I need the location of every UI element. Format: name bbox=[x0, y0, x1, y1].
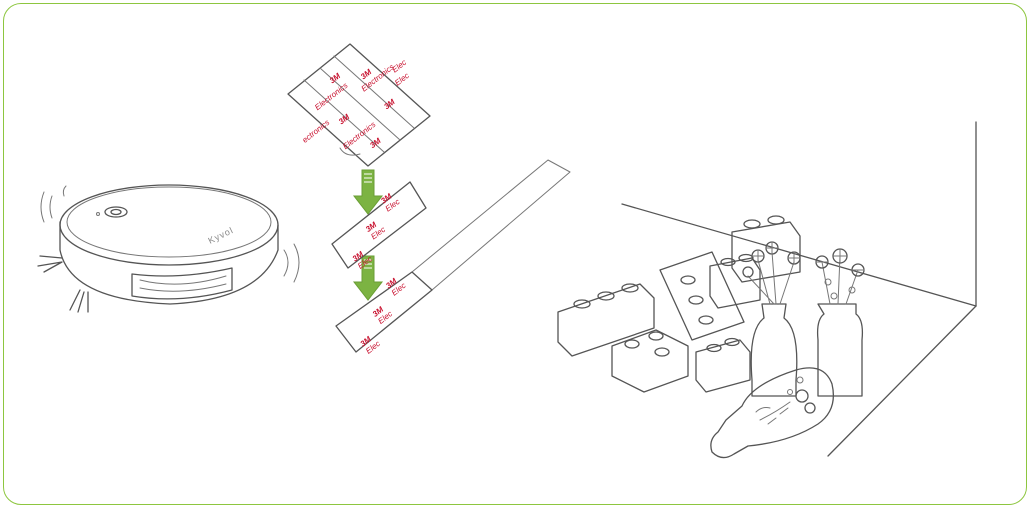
robot-indicator-dot bbox=[97, 213, 100, 216]
motion-line-left-1 bbox=[50, 196, 52, 218]
tape-sheet-label: 3M bbox=[368, 136, 383, 150]
robot-side-brush bbox=[38, 256, 88, 312]
robot-top-disc bbox=[60, 185, 278, 265]
motion-line-right-2 bbox=[294, 244, 299, 282]
robot-body-side bbox=[60, 222, 278, 304]
tape-sheet-label: ectronics bbox=[301, 118, 332, 145]
robot-power-button bbox=[105, 207, 127, 217]
flower-stems-left bbox=[748, 252, 794, 304]
toy-block-front bbox=[612, 330, 688, 392]
vase-tall bbox=[751, 304, 797, 396]
tape-strip-1-outline bbox=[332, 182, 426, 268]
robot-top-inner-rim bbox=[67, 187, 271, 257]
wall-floor-line-right bbox=[828, 306, 976, 456]
motion-line-right-1 bbox=[284, 250, 288, 276]
tape-sheet-outline bbox=[288, 44, 430, 166]
motion-line-left-2 bbox=[41, 192, 44, 222]
room-corner bbox=[622, 122, 976, 456]
robot-bumper-lines bbox=[140, 276, 226, 291]
robot-vacuum: Kyvol bbox=[38, 185, 299, 312]
tape-sheet-label: 3M bbox=[382, 97, 397, 111]
tape-strip-2-liner bbox=[412, 160, 570, 290]
tape-strip-1: 3M Elec 3M Elec 3M Elec bbox=[332, 182, 426, 271]
bottle-floral-pattern bbox=[756, 377, 815, 424]
robot-brand-label: Kyvol bbox=[206, 225, 235, 246]
tape-sheet-label: 3M bbox=[337, 112, 352, 126]
bottle-fallen bbox=[711, 368, 834, 458]
toy-block-near-vase bbox=[696, 340, 750, 392]
toy-block-left bbox=[558, 284, 654, 356]
tape-sheet: 3M Electronics 3M Electronics 3M Elec ec… bbox=[282, 34, 436, 181]
robot-bumper-window bbox=[132, 268, 232, 299]
vase-jar bbox=[818, 304, 863, 396]
motion-line-left-3 bbox=[63, 186, 66, 196]
robot-power-button-center bbox=[111, 210, 121, 215]
tape-sheet-label: Electronics bbox=[313, 81, 349, 112]
